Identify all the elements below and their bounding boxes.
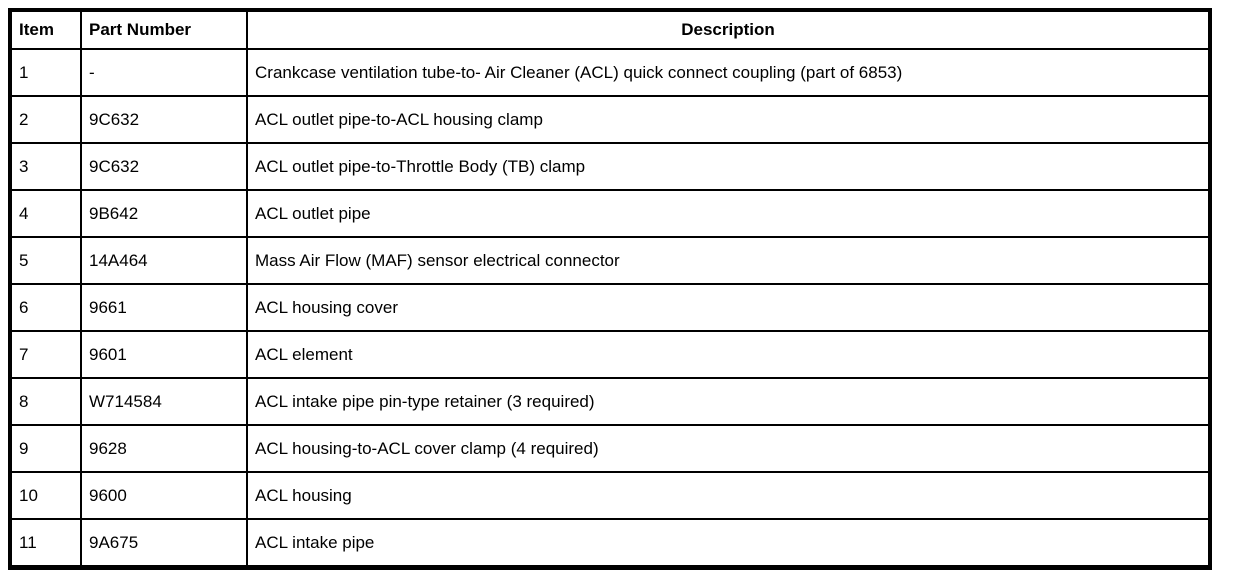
description-cell: ACL outlet pipe-to-Throttle Body (TB) cl… bbox=[246, 142, 1211, 191]
part-number-cell: 9C632 bbox=[80, 142, 248, 191]
description-cell: ACL element bbox=[246, 330, 1211, 379]
table-row: 10 9600 ACL housing bbox=[9, 471, 1211, 520]
item-cell: 7 bbox=[9, 330, 82, 379]
item-cell: 4 bbox=[9, 189, 82, 238]
description-cell: ACL intake pipe bbox=[246, 518, 1211, 569]
table-row: 7 9601 ACL element bbox=[9, 330, 1211, 379]
item-cell: 6 bbox=[9, 283, 82, 332]
table-row: 5 14A464 Mass Air Flow (MAF) sensor elec… bbox=[9, 236, 1211, 285]
header-row: Item Part Number Description bbox=[9, 9, 1211, 50]
description-cell: ACL outlet pipe-to-ACL housing clamp bbox=[246, 95, 1211, 144]
description-cell: Mass Air Flow (MAF) sensor electrical co… bbox=[246, 236, 1211, 285]
part-number-cell: - bbox=[80, 48, 248, 97]
part-number-cell: 9C632 bbox=[80, 95, 248, 144]
description-cell: ACL intake pipe pin-type retainer (3 req… bbox=[246, 377, 1211, 426]
table-row: 3 9C632 ACL outlet pipe-to-Throttle Body… bbox=[9, 142, 1211, 191]
item-cell: 1 bbox=[9, 48, 82, 97]
part-number-cell: 9600 bbox=[80, 471, 248, 520]
description-cell: ACL outlet pipe bbox=[246, 189, 1211, 238]
column-header-item: Item bbox=[9, 9, 82, 50]
table-row: 8 W714584 ACL intake pipe pin-type retai… bbox=[9, 377, 1211, 426]
description-cell: ACL housing cover bbox=[246, 283, 1211, 332]
parts-table: Item Part Number Description 1 - Crankca… bbox=[8, 8, 1212, 570]
item-cell: 8 bbox=[9, 377, 82, 426]
item-cell: 11 bbox=[9, 518, 82, 569]
table-row: 1 - Crankcase ventilation tube-to- Air C… bbox=[9, 48, 1211, 97]
table-body: 1 - Crankcase ventilation tube-to- Air C… bbox=[9, 48, 1211, 569]
table-header: Item Part Number Description bbox=[9, 9, 1211, 50]
part-number-cell: 9B642 bbox=[80, 189, 248, 238]
column-header-part-number: Part Number bbox=[80, 9, 248, 50]
item-cell: 2 bbox=[9, 95, 82, 144]
item-cell: 10 bbox=[9, 471, 82, 520]
table-row: 11 9A675 ACL intake pipe bbox=[9, 518, 1211, 569]
table-row: 9 9628 ACL housing-to-ACL cover clamp (4… bbox=[9, 424, 1211, 473]
description-cell: ACL housing bbox=[246, 471, 1211, 520]
description-cell: ACL housing-to-ACL cover clamp (4 requir… bbox=[246, 424, 1211, 473]
column-header-description: Description bbox=[246, 9, 1211, 50]
part-number-cell: 9628 bbox=[80, 424, 248, 473]
table-row: 4 9B642 ACL outlet pipe bbox=[9, 189, 1211, 238]
table-row: 2 9C632 ACL outlet pipe-to-ACL housing c… bbox=[9, 95, 1211, 144]
part-number-cell: 9A675 bbox=[80, 518, 248, 569]
table-row: 6 9661 ACL housing cover bbox=[9, 283, 1211, 332]
item-cell: 5 bbox=[9, 236, 82, 285]
part-number-cell: 9601 bbox=[80, 330, 248, 379]
item-cell: 9 bbox=[9, 424, 82, 473]
description-cell: Crankcase ventilation tube-to- Air Clean… bbox=[246, 48, 1211, 97]
part-number-cell: 9661 bbox=[80, 283, 248, 332]
part-number-cell: 14A464 bbox=[80, 236, 248, 285]
part-number-cell: W714584 bbox=[80, 377, 248, 426]
item-cell: 3 bbox=[9, 142, 82, 191]
